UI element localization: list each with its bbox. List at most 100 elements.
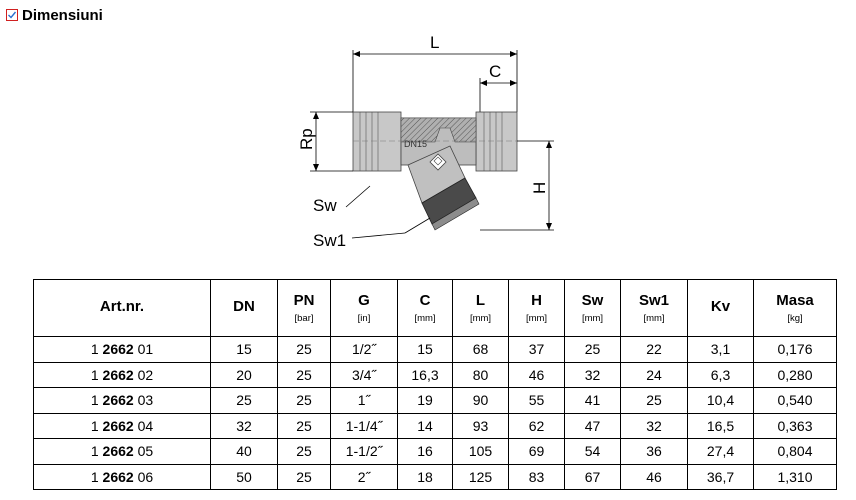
cell-masa: 1,310 [753,463,837,490]
cell-masa: 0,804 [753,438,837,465]
cell-l: 125 [452,463,509,490]
cell-art-nr: 1 2662 06 [33,463,211,490]
valve-dimension-drawing: L C DN15 Rp [297,33,554,250]
cell-g: 1-1/2˝ [330,438,398,465]
column-header: Masa[kg] [753,279,837,337]
cell-sw: 25 [564,336,621,363]
cell-sw1: 24 [620,361,688,388]
cell-g: 1/2˝ [330,336,398,363]
dimension-L [352,50,518,112]
dimensions-table: Art.nr. DN PN[bar] G[in] C[mm] L[mm] H[m… [33,279,837,490]
dimension-H [480,140,554,231]
cell-sw: 47 [564,412,621,439]
cell-pn: 25 [277,463,331,490]
cell-dn: 50 [210,463,278,490]
cell-l: 68 [452,336,509,363]
dimension-C [479,78,517,112]
column-header: L[mm] [452,279,509,337]
cell-c: 15 [397,336,453,363]
cell-sw1: 25 [620,387,688,414]
cell-sw: 41 [564,387,621,414]
cell-l: 90 [452,387,509,414]
cell-pn: 25 [277,438,331,465]
column-header: DN [210,279,278,337]
cell-h: 62 [508,412,565,439]
cell-c: 16,3 [397,361,453,388]
cell-kv: 6,3 [687,361,754,388]
cell-l: 93 [452,412,509,439]
cell-masa: 0,280 [753,361,837,388]
column-header: H[mm] [508,279,565,337]
cell-pn: 25 [277,361,331,388]
cell-art-nr: 1 2662 05 [33,438,211,465]
cell-kv: 16,5 [687,412,754,439]
label-C: C [489,62,501,81]
cell-g: 1-1/4˝ [330,412,398,439]
cell-sw1: 46 [620,463,688,490]
cell-g: 1˝ [330,387,398,414]
leader-Sw1 [351,217,431,239]
label-H: H [530,182,549,194]
cell-art-nr: 1 2662 01 [33,336,211,363]
dimension-Rp [310,111,353,172]
cell-dn: 40 [210,438,278,465]
cell-c: 14 [397,412,453,439]
column-header: C[mm] [397,279,453,337]
cell-art-nr: 1 2662 03 [33,387,211,414]
valve-body [352,111,518,231]
label-L: L [430,33,439,52]
cell-l: 80 [452,361,509,388]
cell-sw: 32 [564,361,621,388]
column-header: Sw1[mm] [620,279,688,337]
section-header: Dimensiuni [6,5,103,25]
cell-h: 37 [508,336,565,363]
cell-masa: 0,540 [753,387,837,414]
cell-sw: 67 [564,463,621,490]
column-header: Art.nr. [33,279,211,337]
cell-dn: 25 [210,387,278,414]
cell-masa: 0,176 [753,336,837,363]
cell-art-nr: 1 2662 02 [33,361,211,388]
column-header: G[in] [330,279,398,337]
cell-c: 18 [397,463,453,490]
cell-art-nr: 1 2662 04 [33,412,211,439]
column-header: Sw[mm] [564,279,621,337]
cell-h: 55 [508,387,565,414]
cell-c: 16 [397,438,453,465]
checkbox-icon [6,9,18,21]
cell-pn: 25 [277,336,331,363]
cell-g: 2˝ [330,463,398,490]
label-Rp: Rp [297,128,316,150]
cell-kv: 27,4 [687,438,754,465]
cell-masa: 0,363 [753,412,837,439]
cell-kv: 3,1 [687,336,754,363]
cell-pn: 25 [277,412,331,439]
cell-sw1: 32 [620,412,688,439]
leader-Sw [345,185,371,208]
cell-h: 46 [508,361,565,388]
cell-sw: 54 [564,438,621,465]
cell-sw1: 22 [620,336,688,363]
cell-l: 105 [452,438,509,465]
label-DN: DN15 [404,139,427,149]
cell-dn: 20 [210,361,278,388]
cell-dn: 15 [210,336,278,363]
table-header-row: Art.nr. DN PN[bar] G[in] C[mm] L[mm] H[m… [33,279,837,337]
column-header: PN[bar] [277,279,331,337]
label-Sw: Sw [313,196,337,215]
cell-h: 69 [508,438,565,465]
cell-h: 83 [508,463,565,490]
column-header: Kv [687,279,754,337]
cell-pn: 25 [277,387,331,414]
cell-g: 3/4˝ [330,361,398,388]
section-title: Dimensiuni [22,6,103,24]
cell-c: 19 [397,387,453,414]
cell-kv: 36,7 [687,463,754,490]
